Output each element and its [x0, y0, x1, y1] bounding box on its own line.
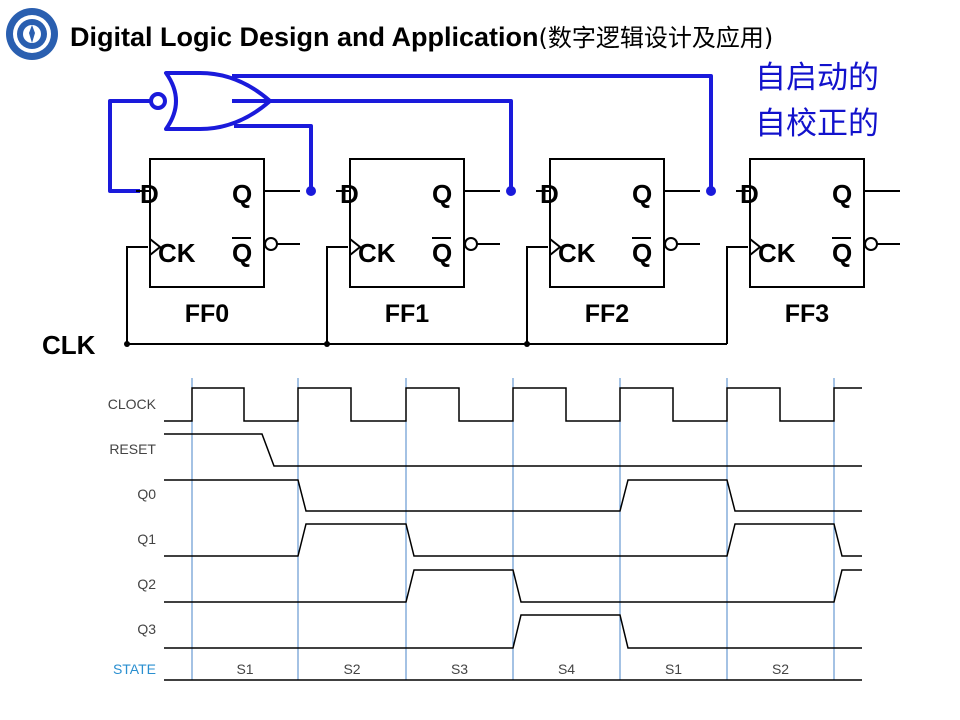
pin-q-label: Q	[232, 179, 252, 209]
flipflop-name-label: FF1	[385, 300, 430, 328]
junction-dots	[306, 186, 716, 196]
state-cell-label: S2	[343, 661, 360, 677]
junction-dot-q0	[306, 186, 316, 196]
flipflop-ff0: D Q CK Q FF0	[136, 158, 300, 328]
flipflop-ff1: D Q CK Q FF1	[336, 158, 500, 328]
flipflop-ff3: D Q CK Q FF3	[736, 158, 900, 328]
flipflop-box	[749, 158, 865, 288]
title-chinese: (数字逻辑设计及应用)	[538, 24, 774, 52]
signal-label-clock: CLOCK	[108, 396, 157, 412]
pin-qbar-label: Q	[832, 238, 852, 268]
pin-q-label: Q	[632, 179, 652, 209]
flipflop-box	[149, 158, 265, 288]
pin-q-label: Q	[832, 179, 852, 209]
clock-bus	[126, 246, 748, 345]
pin-ck-label: CK	[158, 238, 196, 268]
signal-label-q1: Q1	[137, 531, 156, 547]
nor-output-bubble	[149, 92, 167, 110]
trace-clock	[164, 387, 862, 422]
flipflop-name-label: FF2	[585, 300, 629, 328]
state-row-label: STATE	[113, 661, 156, 677]
pin-ck-label: CK	[758, 238, 796, 268]
pin-ck-label: CK	[558, 238, 596, 268]
clock-input-triangle-icon	[749, 238, 762, 256]
pin-d-label: D	[740, 179, 759, 209]
signal-label-q0: Q0	[137, 486, 156, 502]
slide-header: Digital Logic Design and Application(数字逻…	[0, 0, 960, 62]
signal-label-q2: Q2	[137, 576, 156, 592]
clock-input-triangle-icon	[349, 238, 362, 256]
state-row: STATE S1 S2 S3 S4 S1 S2	[113, 661, 862, 681]
trace-q3	[164, 614, 862, 649]
trace-reset	[164, 433, 862, 467]
signal-label-reset: RESET	[109, 441, 156, 457]
wire-q2-to-gate	[232, 74, 713, 191]
qbar-bubble-icon	[864, 237, 878, 251]
pin-d-label: D	[140, 179, 159, 209]
clock-input-triangle-icon	[149, 238, 162, 256]
wire-q1-to-gate	[232, 99, 513, 191]
nor-gate	[164, 71, 272, 131]
annotation-self-correcting: 自校正的	[755, 106, 879, 142]
qbar-bubble-icon	[464, 237, 478, 251]
pin-d-label: D	[340, 179, 359, 209]
state-cell-label: S1	[665, 661, 682, 677]
clk-label: CLK	[42, 330, 96, 360]
feedback-network	[108, 71, 713, 193]
clock-input-triangle-icon	[549, 238, 562, 256]
clock-junctions	[124, 341, 530, 347]
pin-qbar-label: Q	[632, 238, 652, 268]
slide-title: Digital Logic Design and Application(数字逻…	[70, 18, 773, 53]
trace-q1	[164, 523, 862, 557]
feedback-to-ff0-d	[108, 99, 151, 193]
trace-q0	[164, 479, 862, 512]
qbar-bubble-icon	[264, 237, 278, 251]
state-cell-label: S1	[236, 661, 253, 677]
flipflop-name-label: FF0	[185, 300, 229, 328]
pin-ck-label: CK	[358, 238, 396, 268]
title-english: Digital Logic Design and Application	[70, 22, 539, 52]
flipflop-box	[349, 158, 465, 288]
pin-qbar-label: Q	[432, 238, 452, 268]
flipflop-layer: D Q CK Q FF0 D Q CK Q FF1 D Q CK Q FF2 D Q CK Q FF3	[136, 158, 900, 328]
state-cell-label: S2	[772, 661, 789, 677]
pin-q-label: Q	[432, 179, 452, 209]
wire-q0-to-gate	[234, 124, 313, 191]
junction-dot-q2	[706, 186, 716, 196]
flipflop-box	[549, 158, 665, 288]
state-cell-label: S4	[558, 661, 575, 677]
state-cell-label: S3	[451, 661, 468, 677]
pin-qbar-label: Q	[232, 238, 252, 268]
annotation-self-starting: 自启动的	[755, 60, 879, 96]
junction-dot-q1	[506, 186, 516, 196]
university-logo-icon	[6, 8, 58, 60]
clock-edge-gridlines	[191, 378, 835, 680]
pin-d-label: D	[540, 179, 559, 209]
trace-q2	[164, 569, 862, 603]
qbar-bubble-icon	[664, 237, 678, 251]
signal-label-q3: Q3	[137, 621, 156, 637]
flipflop-name-label: FF3	[785, 300, 829, 328]
flipflop-ff2: D Q CK Q FF2	[536, 158, 700, 328]
